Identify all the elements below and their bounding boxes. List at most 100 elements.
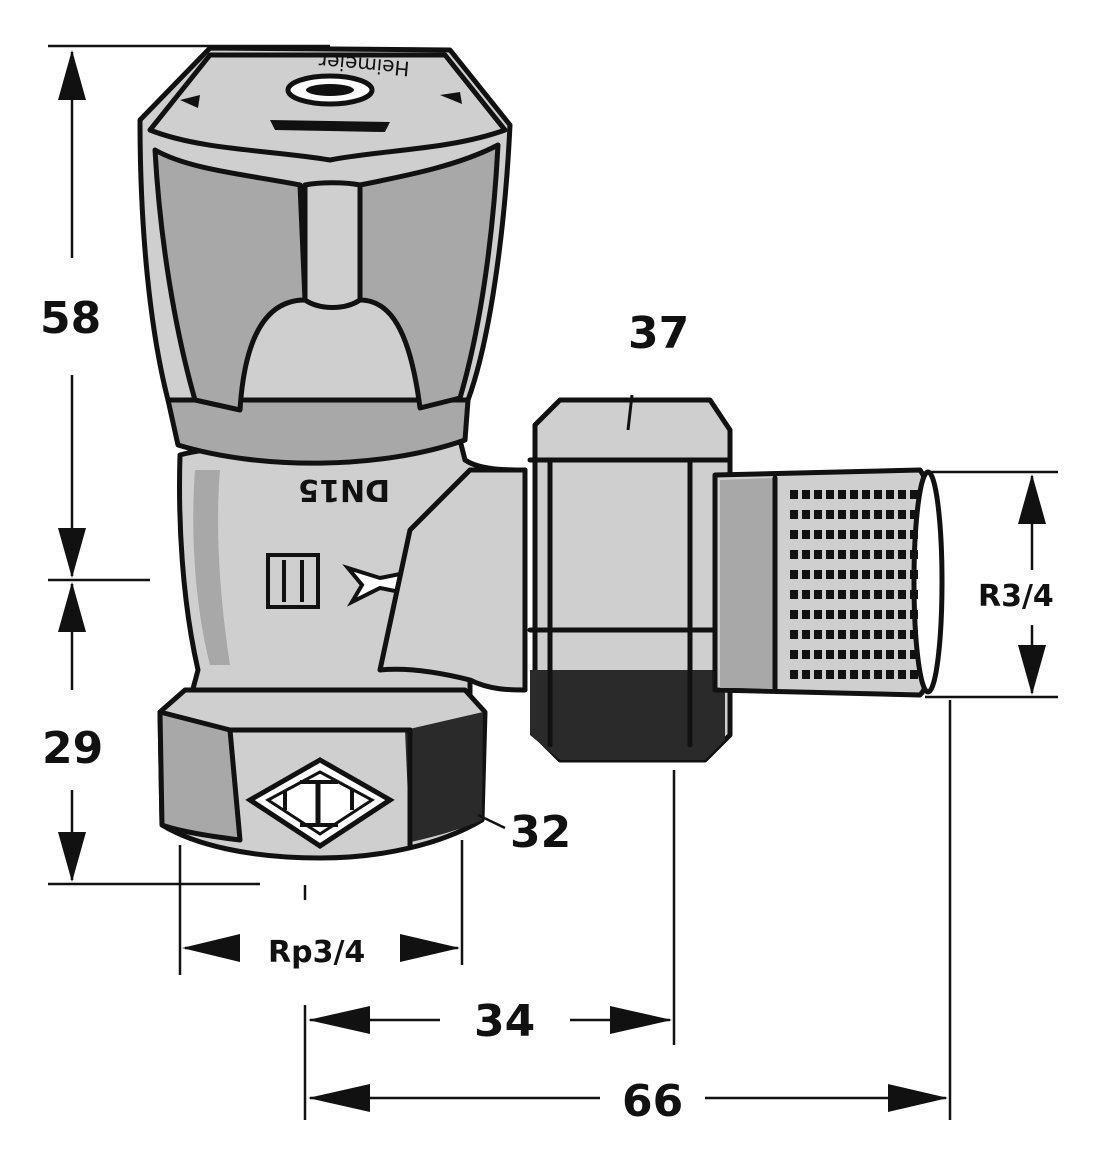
thread-tooth — [862, 630, 870, 639]
thread-lines — [790, 490, 918, 679]
cap-grip-right — [357, 142, 501, 411]
size-marking: DN15 — [298, 472, 390, 507]
dim-label-34: 34 — [474, 996, 535, 1047]
dim-58-arrow-bottom — [58, 528, 86, 578]
thread-tooth — [802, 570, 810, 579]
thread-tooth — [898, 570, 906, 579]
thread-tooth — [910, 570, 918, 579]
thread-tooth — [898, 590, 906, 599]
thread-tooth — [874, 670, 882, 679]
thread-tooth — [850, 530, 858, 539]
cap-collar — [165, 397, 471, 466]
thread-tooth — [910, 590, 918, 599]
thread-tooth — [874, 490, 882, 499]
thread-tooth — [790, 550, 798, 559]
thread-tooth — [910, 630, 918, 639]
thread-tooth — [862, 670, 870, 679]
dim-66-arrow-left — [308, 1084, 370, 1112]
thread-tooth — [850, 610, 858, 619]
thread-tooth — [850, 510, 858, 519]
dim-label-66: 66 — [622, 1076, 683, 1127]
thread-tooth — [790, 570, 798, 579]
thread-tooth — [850, 650, 858, 659]
thread-tooth — [862, 550, 870, 559]
thread-tooth — [898, 670, 906, 679]
thread-tooth — [814, 570, 822, 579]
thread-tooth — [850, 630, 858, 639]
dim-rp-arrow-right — [400, 934, 460, 962]
thread-tooth — [898, 530, 906, 539]
cap-top — [147, 52, 508, 163]
thread-tooth — [790, 530, 798, 539]
thread-tooth — [850, 670, 858, 679]
thread-tooth — [802, 490, 810, 499]
thread-tooth — [802, 530, 810, 539]
thread-tooth — [850, 550, 858, 559]
thread-tooth — [826, 670, 834, 679]
thread-tooth — [802, 510, 810, 519]
thread-tooth — [898, 510, 906, 519]
dim-rp-arrow-left — [182, 934, 240, 962]
thread-tooth — [838, 670, 846, 679]
thread-tooth — [862, 510, 870, 519]
thread-tooth — [802, 590, 810, 599]
thread-tooth — [790, 590, 798, 599]
thread-tooth — [814, 630, 822, 639]
thread-tooth — [898, 490, 906, 499]
thread-tooth — [826, 610, 834, 619]
thread-tooth — [874, 610, 882, 619]
dim-label-rp34: Rp3/4 — [268, 935, 365, 970]
thread-tooth — [838, 610, 846, 619]
thread-tooth — [898, 630, 906, 639]
thread-tooth — [790, 610, 798, 619]
dim-29-arrow-top — [58, 582, 86, 632]
thread-tooth — [850, 590, 858, 599]
thread-tooth — [910, 670, 918, 679]
thread-tooth — [826, 510, 834, 519]
thread-tooth — [898, 650, 906, 659]
thread-tooth — [838, 510, 846, 519]
dimension-lines — [48, 44, 1058, 1120]
thread-tooth — [862, 570, 870, 579]
thread-tooth — [814, 490, 822, 499]
dim-label-58: 58 — [40, 293, 101, 344]
thread-tooth — [886, 510, 894, 519]
cap-mark-left — [180, 95, 200, 108]
thread-tooth — [838, 490, 846, 499]
thread-tooth — [862, 530, 870, 539]
thread-tooth — [910, 650, 918, 659]
thread-tooth — [802, 550, 810, 559]
thread-tooth — [802, 670, 810, 679]
dim-label-29: 29 — [42, 723, 103, 774]
leader-32 — [477, 813, 506, 830]
dim-66-arrow-right — [888, 1084, 948, 1112]
thread-tooth — [874, 550, 882, 559]
thread-tooth — [814, 650, 822, 659]
thread-tooth — [802, 630, 810, 639]
dim-34-arrow-right — [610, 1006, 672, 1034]
dim-58-arrow-top — [58, 50, 86, 100]
thread-tooth — [874, 630, 882, 639]
thread-tooth — [886, 670, 894, 679]
dim-34-arrow-left — [308, 1006, 370, 1034]
thread-tooth — [838, 550, 846, 559]
dim-label-37: 37 — [628, 308, 689, 359]
thread-tooth — [790, 510, 798, 519]
thread-tooth — [886, 550, 894, 559]
thread-tooth — [898, 610, 906, 619]
thread-tooth — [886, 650, 894, 659]
thread-tooth — [826, 590, 834, 599]
thread-tooth — [814, 590, 822, 599]
thread-tooth — [886, 530, 894, 539]
thread-tooth — [790, 630, 798, 639]
thread-tooth — [838, 530, 846, 539]
cap-center-hole-inner — [306, 84, 354, 96]
thread-tooth — [814, 550, 822, 559]
dim-29-arrow-bottom — [58, 832, 86, 882]
thread-tooth — [862, 650, 870, 659]
thread-tooth — [790, 490, 798, 499]
thread-tooth — [910, 510, 918, 519]
thread-tooth — [838, 650, 846, 659]
